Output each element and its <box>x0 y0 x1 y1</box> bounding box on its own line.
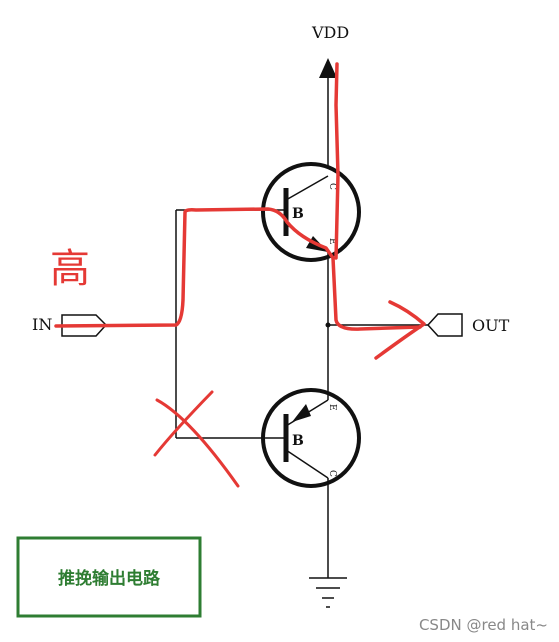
title-box-text: 推挽输出电路 <box>58 568 161 589</box>
top-transistor-body <box>261 162 361 262</box>
bottom-collector-label: C <box>327 470 337 477</box>
out-connector-icon <box>426 313 463 337</box>
output-arrow-highlight <box>374 300 426 360</box>
top-emitter-label: E <box>327 238 337 245</box>
bottom-path-cross-mark <box>153 390 240 488</box>
watermark-text: CSDN @red hat~ <box>419 616 548 634</box>
top-base-label: B <box>292 206 304 222</box>
bottom-transistor-collector-lead <box>285 449 329 479</box>
high-level-annotation: 高 <box>50 246 90 292</box>
bottom-base-label: B <box>292 433 304 449</box>
ground-icon <box>309 577 347 608</box>
bottom-emitter-label: E <box>327 404 337 411</box>
out-label: OUT <box>472 316 510 335</box>
in-label: IN <box>32 315 52 334</box>
in-connector-icon <box>61 314 108 337</box>
vdd-arrow-icon <box>319 58 337 78</box>
top-transistor-collector-lead <box>285 175 329 201</box>
current-path-highlight <box>54 62 422 331</box>
vdd-label: VDD <box>311 23 349 42</box>
title-box <box>16 536 202 618</box>
bottom-emitter-arrow-icon <box>292 404 311 422</box>
top-collector-label: C <box>327 183 337 190</box>
